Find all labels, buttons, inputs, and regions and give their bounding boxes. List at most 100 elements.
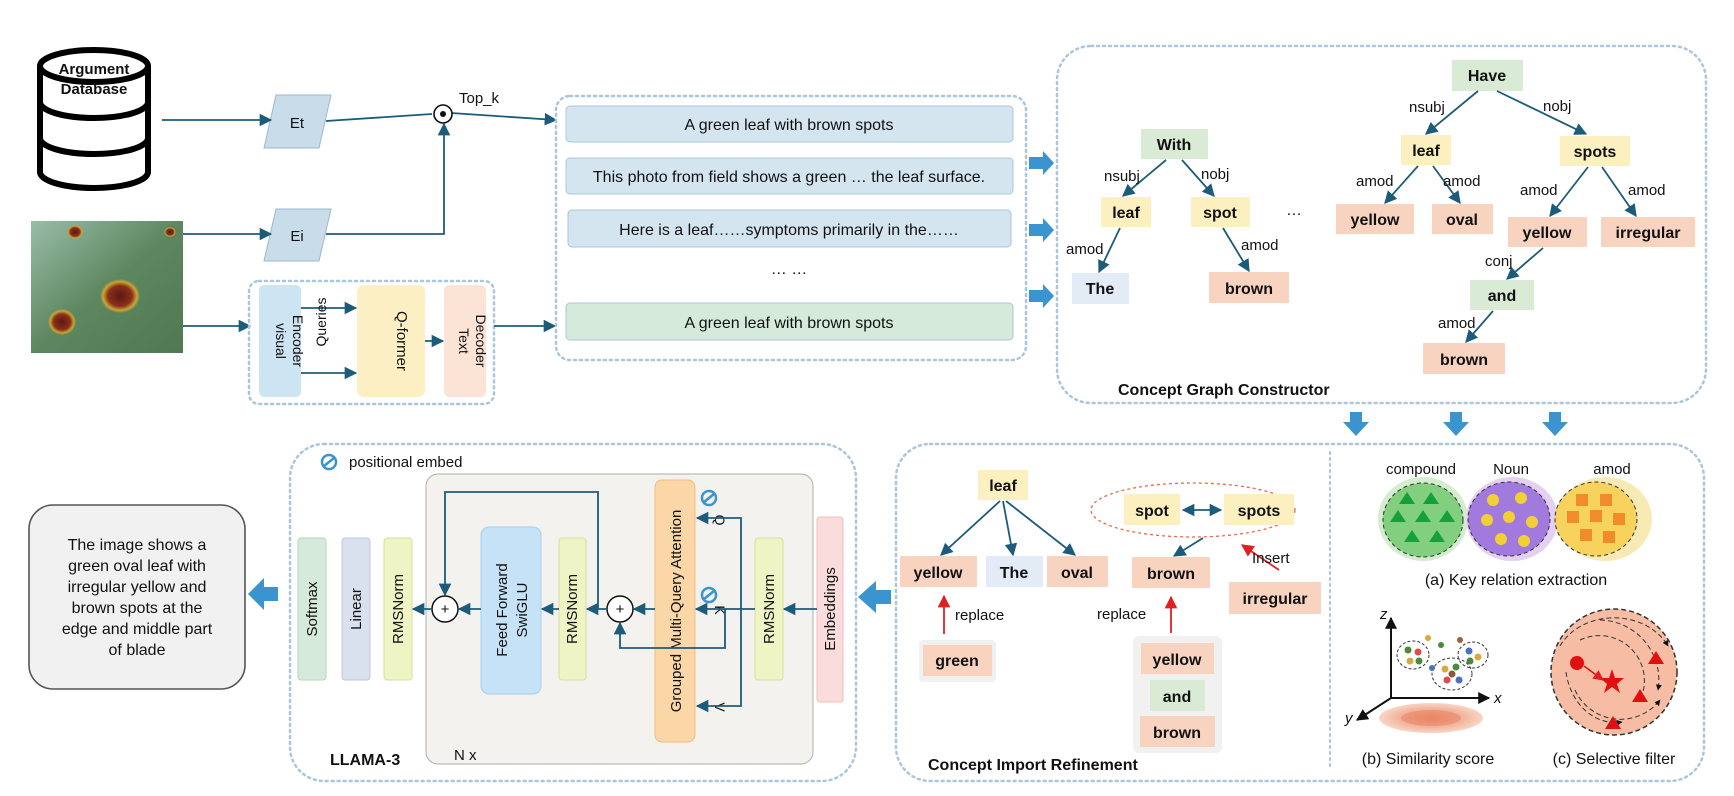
linear-block — [341, 537, 371, 681]
rmsnorm-label-1: RMSNorm — [390, 574, 407, 644]
llama-panel — [288, 442, 858, 783]
refinement-to-llama-arrow — [858, 581, 891, 613]
compound-label: compound — [1386, 461, 1456, 478]
caption-b: (b) Similarity score — [1362, 751, 1495, 768]
compound-cluster — [1378, 477, 1468, 561]
node-spot-left-label: spot — [1203, 205, 1237, 222]
node-and-graph — [1470, 280, 1534, 310]
similarity-plot: z x y — [1344, 606, 1502, 733]
dot-product-operator — [433, 104, 453, 124]
leaf-photo — [31, 221, 183, 353]
caption-c: (c) Selective filter — [1553, 751, 1676, 768]
axis-z-label: z — [1379, 606, 1388, 623]
node-with — [1141, 129, 1208, 159]
llama-to-output-arrow — [248, 578, 278, 610]
noun-label: Noun — [1493, 461, 1529, 478]
edge-amod-brown-left: amod — [1241, 237, 1279, 254]
residual-add-2-label: + — [616, 601, 625, 618]
edge-nobj-left: nobj — [1201, 166, 1229, 183]
noun-cluster — [1466, 477, 1558, 561]
graph-to-analysis-arrows — [1343, 412, 1568, 436]
residual-add-1-label: + — [441, 601, 450, 618]
text-2: This photo from field shows a green … th… — [593, 169, 985, 186]
edge-amod-oval: amod — [1443, 173, 1481, 190]
ref-node-spots — [1224, 494, 1294, 525]
node-brown-left-label: brown — [1225, 281, 1273, 298]
text-decoder-label-2: Decoder — [473, 315, 489, 368]
output-line-1: The image shows a — [68, 537, 207, 554]
node-yellow-1-label: yellow — [1351, 212, 1400, 229]
node-leaf-right-label: leaf — [1412, 143, 1440, 160]
node-spot-left — [1191, 197, 1250, 227]
node-irregular — [1601, 217, 1695, 247]
insert-label: Insert — [1252, 550, 1290, 567]
ffn-label-1: Feed Forward — [494, 563, 511, 656]
ei-label: Ei — [290, 228, 303, 245]
rmsnorm-label-3: RMSNorm — [761, 574, 778, 644]
text-encoder-et: Et — [263, 94, 332, 149]
rmsnorm-label-2: RMSNorm — [564, 574, 581, 644]
graph-title: Concept Graph Constructor — [1118, 382, 1330, 399]
replace-label-1: replace — [955, 607, 1004, 624]
ref-node-yellow-label: yellow — [914, 565, 963, 582]
node-brown-left — [1209, 272, 1289, 303]
output-line-3: irregular yellow and — [68, 579, 207, 596]
ref-node-irregular-label: irregular — [1243, 591, 1308, 608]
output-line-6: of blade — [109, 642, 166, 659]
node-the-label: The — [1086, 281, 1115, 298]
stack-node-brown — [1140, 716, 1215, 747]
node-and-graph-label: and — [1488, 288, 1516, 305]
ref-node-oval-label: oval — [1061, 565, 1093, 582]
text-box-4 — [565, 302, 1014, 341]
node-with-label: With — [1157, 137, 1192, 154]
output-caption-text: The image shows a green oval leaf with i… — [62, 537, 213, 659]
amod-cluster — [1554, 477, 1652, 561]
ref-node-oval — [1047, 556, 1108, 587]
ref-node-brown-label: brown — [1147, 566, 1195, 583]
caption-a: (a) Key relation extraction — [1425, 572, 1607, 589]
node-have-label: Have — [1468, 68, 1506, 85]
text-ellipsis: … … — [771, 261, 807, 278]
edge-amod-the: amod — [1066, 241, 1104, 258]
text-decoder-label-1: Text — [456, 328, 472, 354]
output-line-4: brown spots at the — [72, 600, 203, 617]
node-irregular-label: irregular — [1616, 225, 1681, 242]
node-yellow-2 — [1508, 217, 1587, 247]
ref-node-yellow — [900, 556, 977, 587]
stack-node-yellow-label: yellow — [1153, 652, 1202, 669]
ref-node-the — [986, 556, 1043, 587]
attention-label: Grouped Multi-Query Attention — [668, 510, 685, 713]
node-brown-right-label: brown — [1440, 352, 1488, 369]
ref-node-leaf — [978, 470, 1028, 500]
node-leaf-left — [1101, 197, 1151, 227]
rotary-q-icon — [700, 489, 718, 507]
stack-node-yellow — [1141, 643, 1214, 674]
positional-embed-label: positional embed — [349, 454, 462, 471]
database-label-2: Database — [61, 81, 128, 98]
node-yellow-1 — [1336, 204, 1414, 234]
k-label: K — [712, 605, 728, 615]
node-the — [1072, 273, 1129, 304]
stack-node-brown-label: brown — [1153, 725, 1201, 742]
ref-node-leaf-label: leaf — [989, 478, 1017, 495]
edge-nsubj-right: nsubj — [1409, 99, 1445, 116]
graph-ellipsis: … — [1286, 202, 1302, 219]
visual-encoder-block — [259, 285, 301, 397]
text-3: Here is a leaf……symptoms primarily in th… — [619, 222, 959, 239]
rotary-k-icon — [700, 586, 718, 604]
text-box-2 — [565, 157, 1014, 195]
image-encoder-ei: Ei — [263, 208, 332, 262]
ref-node-green-label: green — [935, 653, 979, 670]
linear-label: Linear — [348, 588, 365, 630]
edge-nsubj-left: nsubj — [1104, 168, 1140, 185]
et-label: Et — [290, 115, 305, 132]
selective-filter — [1550, 608, 1678, 736]
text-box-1 — [565, 105, 1014, 143]
ref-node-spots-label: spots — [1238, 503, 1281, 520]
text-1: A green leaf with brown spots — [684, 117, 893, 134]
ref-node-spot-label: spot — [1135, 503, 1169, 520]
node-spots-right — [1560, 136, 1630, 166]
edge-amod-yellow-1: amod — [1356, 173, 1394, 190]
argument-database: Argument Database — [37, 47, 151, 191]
